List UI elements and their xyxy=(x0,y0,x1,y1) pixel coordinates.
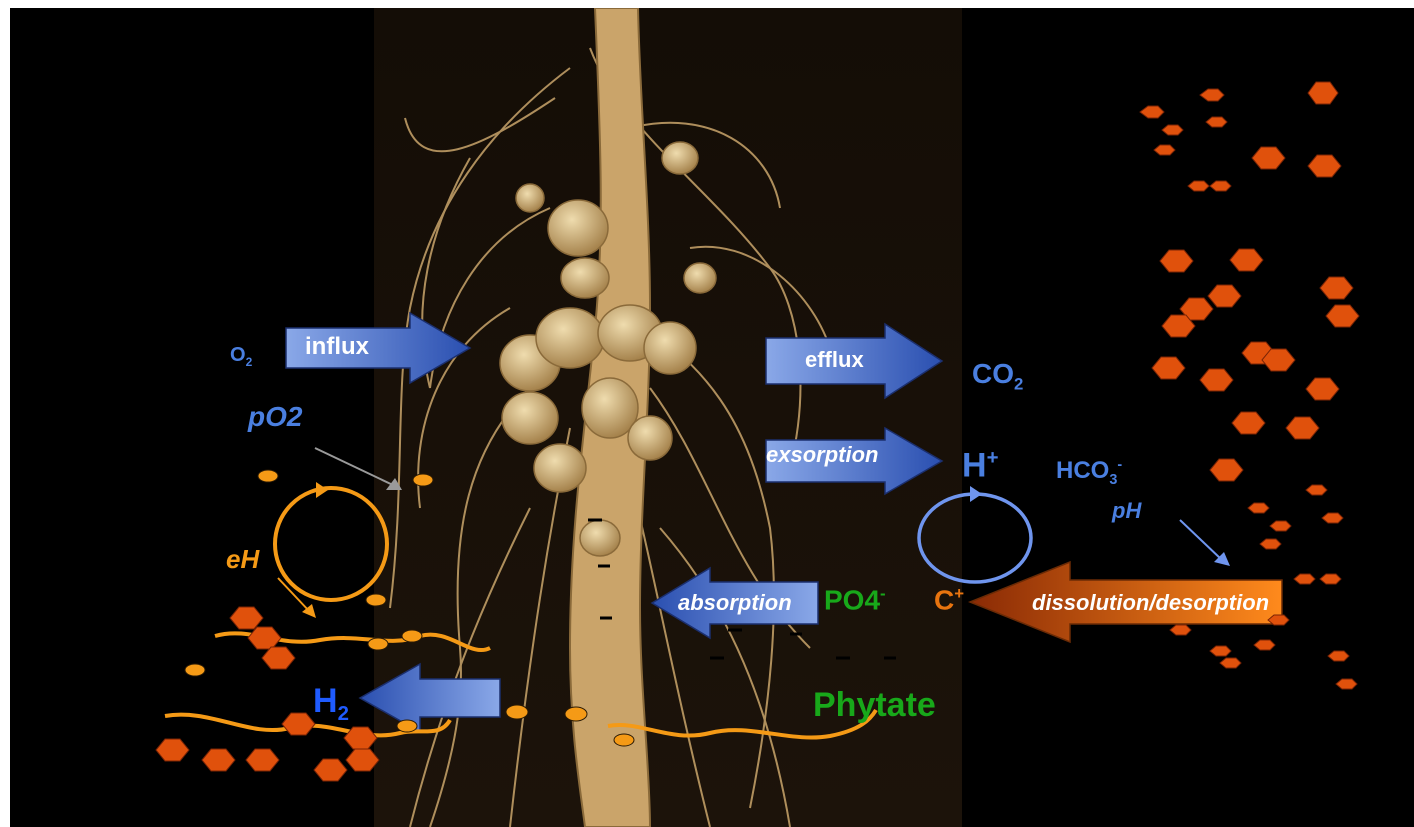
po4-label: PO4- xyxy=(824,586,886,614)
c-plus-label: C+ xyxy=(934,586,964,614)
hco3-label: HCO3- xyxy=(1056,458,1122,487)
phytate-label: Phytate xyxy=(813,688,936,722)
influx-label: influx xyxy=(305,335,369,359)
ph-cycle-arrowhead xyxy=(970,486,982,502)
efflux-label: efflux xyxy=(805,349,864,371)
eh-cycle-arrowhead xyxy=(316,482,328,498)
co2-label: CO2 xyxy=(972,360,1023,393)
po2-label: pO2 xyxy=(248,403,302,431)
o2-label: O2 xyxy=(230,345,252,368)
eh-cycle xyxy=(275,488,387,600)
h-plus-label: H+ xyxy=(962,448,998,482)
absorption-label: absorption xyxy=(678,592,792,614)
ph-label: pH xyxy=(1112,500,1141,522)
root-photo-diagram xyxy=(10,8,1414,827)
eh-label: eH xyxy=(226,546,259,572)
slide: O2 influx efflux CO2 exsorption pO2 H+ H… xyxy=(10,8,1414,827)
ph-pointer xyxy=(1180,520,1222,560)
exsorption-label: exsorption xyxy=(766,444,878,466)
dissolution-label: dissolution/desorption xyxy=(1032,592,1269,614)
h2-label: H2 xyxy=(313,684,349,724)
